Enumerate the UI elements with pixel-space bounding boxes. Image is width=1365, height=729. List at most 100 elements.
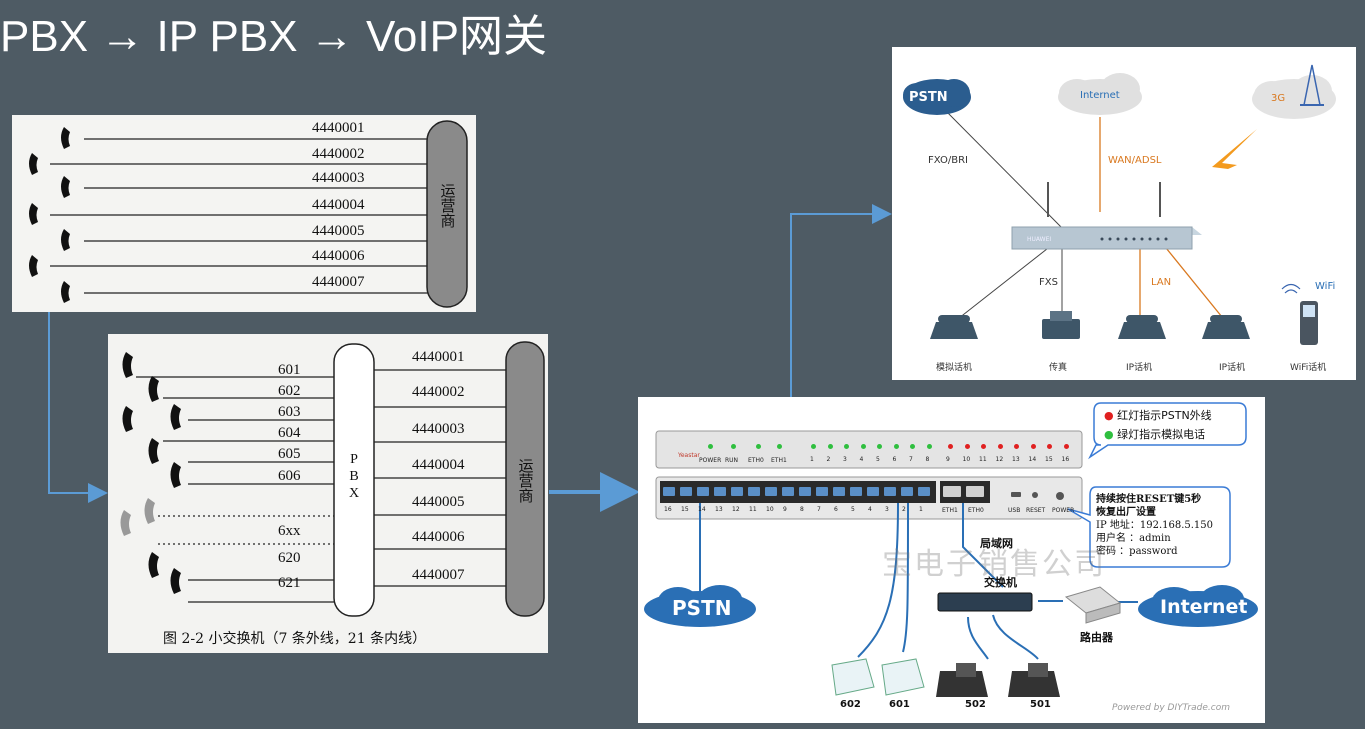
rj11-port-icon: [680, 487, 692, 496]
internet-label: Internet: [1080, 90, 1120, 101]
port-number: 1: [919, 506, 923, 513]
trunk-number: 4440007: [412, 567, 465, 583]
eth1-led-label: ETH1: [771, 457, 787, 464]
line-number: 4440004: [312, 197, 365, 213]
handset-icon: [29, 203, 38, 225]
led-number: 1: [810, 456, 814, 463]
eth0-led-label: ETH0: [748, 457, 764, 464]
red-led-icon: [964, 444, 970, 449]
trunk-number: 4440002: [412, 384, 465, 400]
reset-note-line: 持续按住RESET键5秒: [1096, 494, 1202, 505]
port-number: 8: [800, 506, 804, 513]
device-label: 模拟话机: [936, 363, 973, 373]
led-number: 3: [843, 456, 847, 463]
switch-device-icon: [937, 592, 1033, 612]
handset-icon: [170, 568, 181, 594]
red-led-legend: ● 红灯指示PSTN外线: [1104, 409, 1212, 422]
voip-gateway-diagram: PSTN Internet 3G FXO/BRI WAN/ADSL FXS LA…: [892, 47, 1356, 380]
extension-number: 6xx: [278, 523, 301, 539]
pbx-box: [333, 343, 375, 617]
arrow-pbx-to-ippbx-connector: [48, 312, 108, 503]
pstn-cloud-icon: [903, 79, 971, 115]
line-number: 4440003: [312, 170, 365, 186]
rj11-port-icon: [850, 487, 862, 496]
switch-label: 交换机: [984, 576, 1017, 589]
reset-note-line: 恢复出厂设置: [1096, 507, 1156, 518]
pstn-label: PSTN: [672, 596, 732, 620]
usb-port-icon: [1011, 492, 1021, 497]
led-number: 15: [1045, 456, 1053, 463]
gateway-device-icon: [1011, 182, 1202, 250]
line-number: 4440006: [312, 248, 365, 264]
led-number: 12: [995, 456, 1004, 463]
direct-lines-diagram: 4440001 4440002 4440003 4440004 4440005 …: [12, 115, 476, 312]
port-number: 14: [698, 506, 706, 513]
handset-icon: [61, 127, 70, 149]
green-led-icon: [827, 444, 833, 449]
port-label: ETH0: [968, 507, 984, 514]
port-label: POWER: [1052, 507, 1075, 514]
internet-cloud-icon: [1138, 585, 1258, 627]
wifi-label: WiFi: [1315, 281, 1336, 292]
handset-icon: [148, 438, 159, 464]
extension-number: 620: [278, 550, 301, 566]
reset-note-callout: [1067, 486, 1231, 568]
red-led-icon: [1047, 444, 1052, 449]
eth1-port-icon: [943, 486, 961, 497]
rj11-port-icon: [867, 487, 879, 496]
led-number: 4: [859, 456, 864, 463]
rj11-port-icon: [697, 487, 709, 496]
port-number: 11: [749, 506, 757, 513]
ip-pbx-front-panel: [655, 430, 1083, 469]
carrier-label: 运营商: [438, 183, 457, 228]
green-led-icon: [926, 444, 932, 449]
handset-icon: [61, 281, 70, 303]
port-number: 15: [681, 506, 689, 513]
led-number: 10: [962, 456, 971, 463]
handset-icon: [122, 406, 133, 432]
led-number: 9: [946, 456, 950, 463]
lightning-icon: [1174, 129, 1257, 193]
handset-icon: [61, 176, 70, 198]
red-led-icon: [1063, 444, 1069, 449]
red-led-icon: [981, 444, 986, 449]
internet-label: Internet: [1160, 596, 1248, 618]
run-led-label: RUN: [725, 457, 739, 464]
phone-extension: 501: [1030, 699, 1051, 710]
router-device-icon: [1064, 586, 1122, 624]
rj11-port-icon: [799, 487, 811, 496]
led-number: 11: [979, 456, 987, 463]
rj11-port-icon: [765, 487, 777, 496]
phone-extension: 602: [840, 699, 861, 710]
ip-phone-icon: [881, 658, 925, 696]
pbx-label: PBX: [346, 452, 362, 503]
handset-icon: [29, 255, 38, 277]
rj11-port-icon: [833, 487, 845, 496]
handset-icon: [148, 376, 159, 402]
brand-label: HUAWEI: [1027, 236, 1052, 243]
port-label: ETH1: [942, 507, 958, 514]
fax-icon: [1042, 311, 1080, 339]
green-led-icon: [811, 444, 816, 449]
trunk-number: 4440006: [412, 529, 465, 545]
handset-icon: [144, 498, 155, 524]
power-led-label: POWER: [699, 457, 722, 464]
line-number: 4440005: [312, 223, 365, 239]
rj11-port-icon: [663, 487, 675, 496]
desk-phone-icon: [1008, 663, 1060, 697]
green-led-icon: [877, 444, 882, 449]
led-legend: ● 红灯指示PSTN外线 ● 绿灯指示模拟电话: [1104, 407, 1212, 442]
carrier-box: [505, 341, 545, 617]
rj11-port-icon: [884, 487, 896, 496]
led-number: 6: [892, 456, 897, 463]
port-number: 9: [783, 506, 787, 513]
pbx-drawing: [120, 341, 545, 617]
gateway-drawing: [903, 64, 1336, 345]
extension-number: 606: [278, 468, 301, 484]
handset-icon: [170, 404, 181, 430]
port-label: RESET: [1026, 507, 1046, 514]
port-number: 4: [868, 506, 872, 513]
powered-by: Powered by DIYTrade.com: [1112, 703, 1230, 713]
